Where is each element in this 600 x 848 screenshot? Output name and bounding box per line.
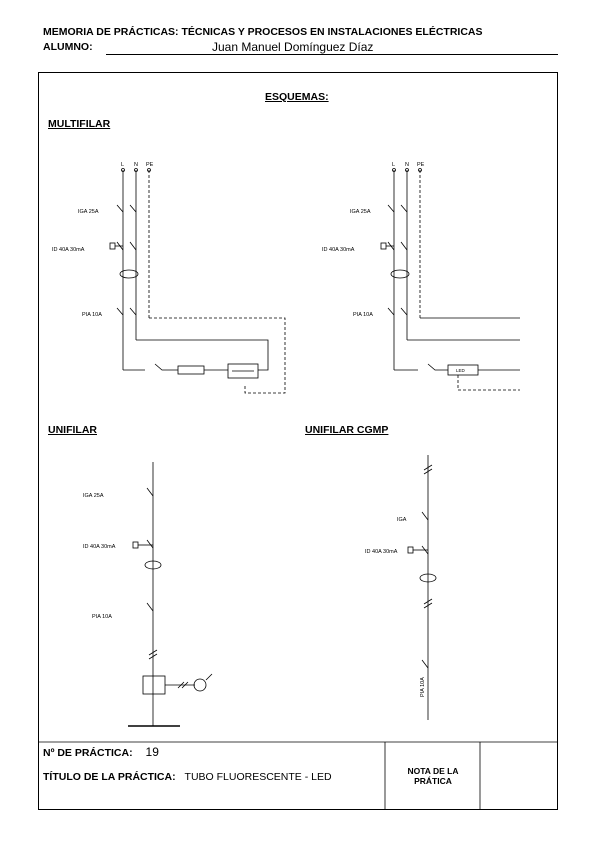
- iga-label-cgmp: IGA: [397, 517, 407, 523]
- footer-table: [38, 741, 558, 810]
- id-label-right: ID 40A 30mA: [322, 247, 355, 253]
- pia-label-left: PIA 10A: [82, 312, 102, 318]
- pia-label-unifilar: PIA 10A: [92, 614, 112, 620]
- terminal-pe-right: PE: [417, 162, 425, 168]
- unifilar-cgmp-diagram: [407, 455, 437, 720]
- iga-label-unifilar: IGA 25A: [83, 493, 104, 499]
- practica-title-label: TÍTULO DE LA PRÁCTICA:: [43, 771, 176, 783]
- id-label-left: ID 40A 30mA: [52, 247, 85, 253]
- led-label: LED: [456, 368, 466, 373]
- terminal-n-right: N: [405, 162, 409, 168]
- pia-label-right: PIA 10A: [353, 312, 373, 318]
- terminal-l-right: L: [392, 162, 395, 168]
- document-title: MEMORIA DE PRÁCTICAS: TÉCNICAS Y PROCESO…: [43, 26, 483, 38]
- id-label-cgmp: ID 40A 30mA: [365, 549, 398, 555]
- unifilar-diagram: [128, 462, 213, 727]
- pia-label-cgmp: PIA 10A: [420, 677, 426, 697]
- multifilar-heading: MULTIFILAR: [48, 118, 111, 130]
- practica-title-value: TUBO FLUORESCENTE - LED: [184, 771, 332, 783]
- alumno-underline: [106, 54, 558, 55]
- unifilar-cgmp-heading: UNIFILAR CGMP: [305, 424, 389, 436]
- practica-number-label: Nº DE PRÁCTICA:: [43, 747, 133, 759]
- unifilar-heading: UNIFILAR: [48, 424, 97, 436]
- multifilar-left-diagram: [109, 168, 286, 394]
- nota-line1: NOTA DE LA: [407, 766, 459, 776]
- alumno-name: Juan Manuel Domínguez Díaz: [212, 40, 374, 54]
- esquemas-heading: ESQUEMAS:: [265, 91, 329, 103]
- diagram-labels: L N PE IGA 25A ID 40A 30mA PIA 10A L N P…: [52, 162, 466, 697]
- alumno-label: ALUMNO:: [43, 41, 93, 53]
- terminal-l-left: L: [121, 162, 124, 168]
- id-label-unifilar: ID 40A 30mA: [83, 544, 116, 550]
- nota-label: NOTA DE LA PRÁTICA: [388, 766, 478, 786]
- iga-label-right: IGA 25A: [350, 209, 371, 215]
- nota-line2: PRÁTICA: [414, 776, 452, 786]
- iga-label-left: IGA 25A: [78, 209, 99, 215]
- practica-number-value: 19: [145, 745, 159, 759]
- terminal-n-left: N: [134, 162, 138, 168]
- terminal-pe-left: PE: [146, 162, 154, 168]
- multifilar-right-diagram: [380, 168, 520, 391]
- practica-number-row: Nº DE PRÁCTICA: 19: [43, 745, 159, 759]
- sheet-frame: [38, 72, 558, 810]
- practica-title-row: TÍTULO DE LA PRÁCTICA: TUBO FLUORESCENTE…: [43, 771, 332, 783]
